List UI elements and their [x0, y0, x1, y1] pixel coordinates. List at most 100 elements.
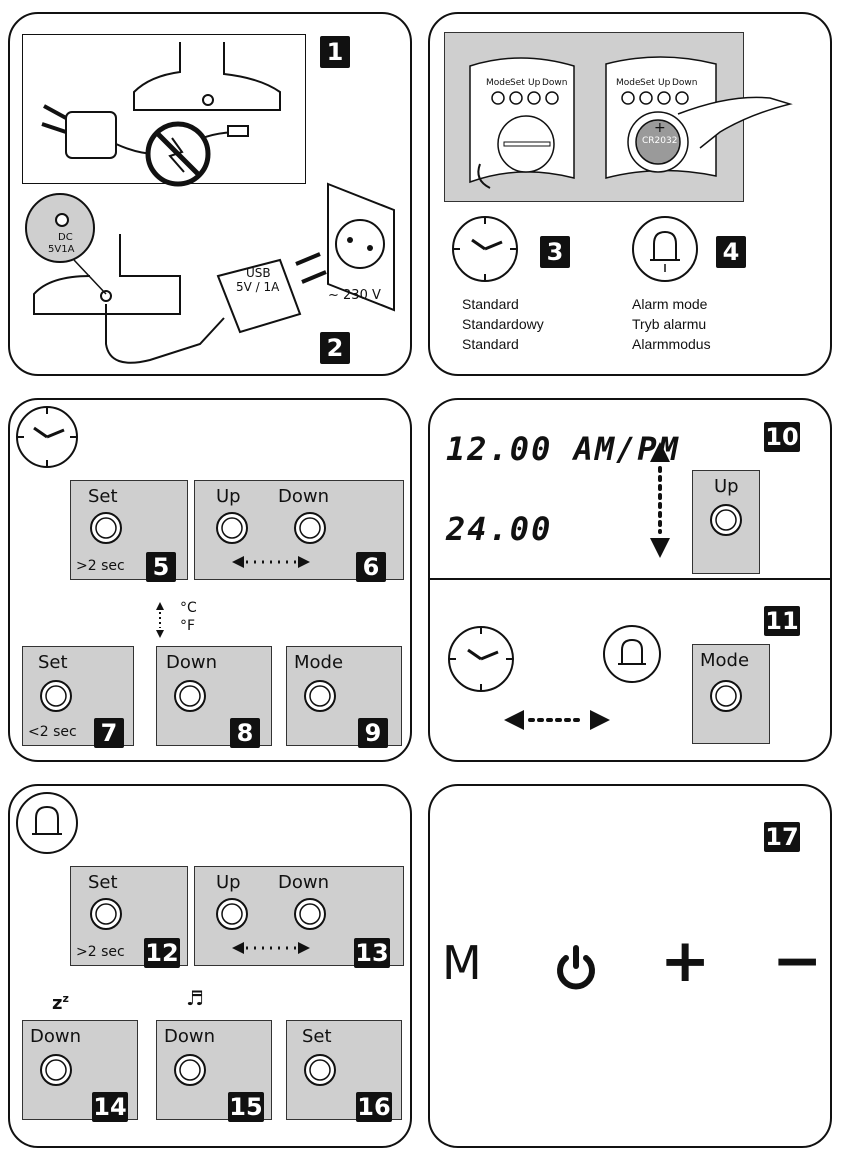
usb-rating: 5V / 1A	[236, 280, 280, 294]
snooze-z: z	[52, 993, 63, 1014]
alarm-labels: Alarm mode Tryb alarmu Alarmmodus	[632, 294, 711, 354]
step-badge: 8	[230, 718, 260, 748]
device-back-icon	[469, 56, 793, 189]
snooze-icon: zz	[52, 992, 69, 1014]
step-badge: 6	[356, 552, 386, 582]
step-badge: 2	[320, 332, 350, 364]
panel-power: 1 DC 5V1A USB 5V / 1A ~ 230 V 2	[8, 12, 412, 376]
step-badge: 3	[540, 236, 570, 268]
down-label: Down	[166, 652, 218, 673]
standard-labels: Standard Standardowy Standard	[462, 294, 544, 354]
up-label: Up	[714, 476, 739, 497]
btn-down-label: Down	[542, 78, 568, 88]
set-label: Set	[302, 1026, 332, 1047]
panel-battery: Mode Set Up Down Mode Set Up Down + CR20…	[428, 12, 832, 376]
hold-time-label: <2 sec	[28, 724, 77, 740]
up-label: Up	[216, 872, 241, 893]
alarm-bell-icon	[632, 216, 698, 282]
btn-up-label: Up	[528, 78, 541, 88]
snooze-z-small: z	[62, 992, 69, 1005]
step-badge: 5	[146, 552, 176, 582]
alarm-bell-icon	[603, 625, 661, 683]
down-label: Down	[278, 486, 330, 507]
lamp-base-icon	[25, 42, 395, 364]
up-button-panel	[692, 470, 760, 574]
standard-pl: Standardowy	[462, 316, 544, 332]
lcd-12h-display: 12.00 AM/PM	[446, 430, 680, 468]
step-badge: 17	[764, 822, 800, 852]
button-icon	[216, 512, 326, 568]
divider	[430, 578, 830, 580]
btn-mode-label: Mode	[486, 78, 511, 88]
battery-plus: +	[654, 120, 666, 136]
set-label: Set	[88, 486, 118, 507]
alarm-de: Alarmmodus	[632, 336, 711, 352]
step-badge: 7	[94, 718, 124, 748]
mode-label: Mode	[700, 650, 750, 671]
hold-time-label: >2 sec	[76, 558, 125, 574]
power-icon[interactable]	[554, 945, 598, 990]
celsius-label: °C	[180, 600, 197, 616]
dc-rating: 5V1A	[48, 244, 75, 255]
step-badge: 11	[764, 606, 800, 636]
set-label: Set	[88, 872, 118, 893]
mode-touch-key[interactable]: M	[442, 936, 482, 990]
standard-de: Standard	[462, 336, 519, 352]
lcd-24h-display: 24.00	[446, 510, 553, 548]
button-icon	[216, 898, 326, 954]
vertical-arrow-icon	[156, 602, 164, 638]
clock-icon	[16, 406, 78, 468]
btn-set-label: Set	[510, 78, 525, 88]
clock-icon	[452, 216, 518, 282]
vertical-arrow-icon	[650, 442, 670, 558]
btn-up-label: Up	[658, 78, 671, 88]
minus-touch-key[interactable]: −	[772, 926, 823, 996]
button-icon	[304, 1054, 336, 1086]
mode-label: Mode	[294, 652, 344, 673]
usb-label: USB	[246, 266, 271, 280]
set-label: Set	[38, 652, 68, 673]
panel-touch-controls: 17 M + −	[428, 784, 832, 1148]
button-icon	[40, 1054, 72, 1086]
step-badge: 14	[92, 1092, 128, 1122]
alarm-en: Alarm mode	[632, 296, 708, 312]
button-icon	[90, 898, 122, 930]
finger-press-icon	[90, 512, 122, 544]
clock-icon	[448, 626, 514, 692]
music-note-icon: ♬	[186, 986, 204, 1010]
button-icon	[40, 680, 72, 712]
dc-label: DC	[58, 232, 73, 243]
down-label: Down	[164, 1026, 216, 1047]
step-badge: 4	[716, 236, 746, 268]
step-badge: 15	[228, 1092, 264, 1122]
btn-down-label: Down	[672, 78, 698, 88]
step-badge: 9	[358, 718, 388, 748]
step-badge: 12	[144, 938, 180, 968]
step-badge: 13	[354, 938, 390, 968]
step-badge: 1	[320, 36, 350, 68]
hold-time-label: >2 sec	[76, 944, 125, 960]
panel-format-mode: 12.00 AM/PM 24.00 10 Up 11 Mode	[428, 398, 832, 762]
voltage-label: ~ 230 V	[328, 288, 381, 303]
panel-alarm-setting: Set >2 sec 12 Up Down 13 zz ♬ Down 14 Do…	[8, 784, 412, 1148]
button-icon	[304, 680, 336, 712]
standard-en: Standard	[462, 296, 519, 312]
battery-label: CR2032	[642, 136, 678, 146]
btn-mode-label: Mode	[616, 78, 641, 88]
button-icon	[174, 680, 206, 712]
alarm-pl: Tryb alarmu	[632, 316, 707, 332]
step-badge: 10	[764, 422, 800, 452]
up-label: Up	[216, 486, 241, 507]
button-icon	[710, 680, 742, 712]
down-label: Down	[30, 1026, 82, 1047]
down-label: Down	[278, 872, 330, 893]
btn-set-label: Set	[640, 78, 655, 88]
panel-time-setting: Set >2 sec 5 Up Down 6 °C °F Set <2 sec …	[8, 398, 412, 762]
plus-touch-key[interactable]: +	[660, 926, 711, 996]
fahrenheit-label: °F	[180, 618, 196, 634]
button-icon	[710, 504, 742, 536]
button-icon	[174, 1054, 206, 1086]
step-badge: 16	[356, 1092, 392, 1122]
alarm-bell-icon	[16, 792, 78, 854]
horizontal-arrow-icon	[504, 710, 610, 730]
